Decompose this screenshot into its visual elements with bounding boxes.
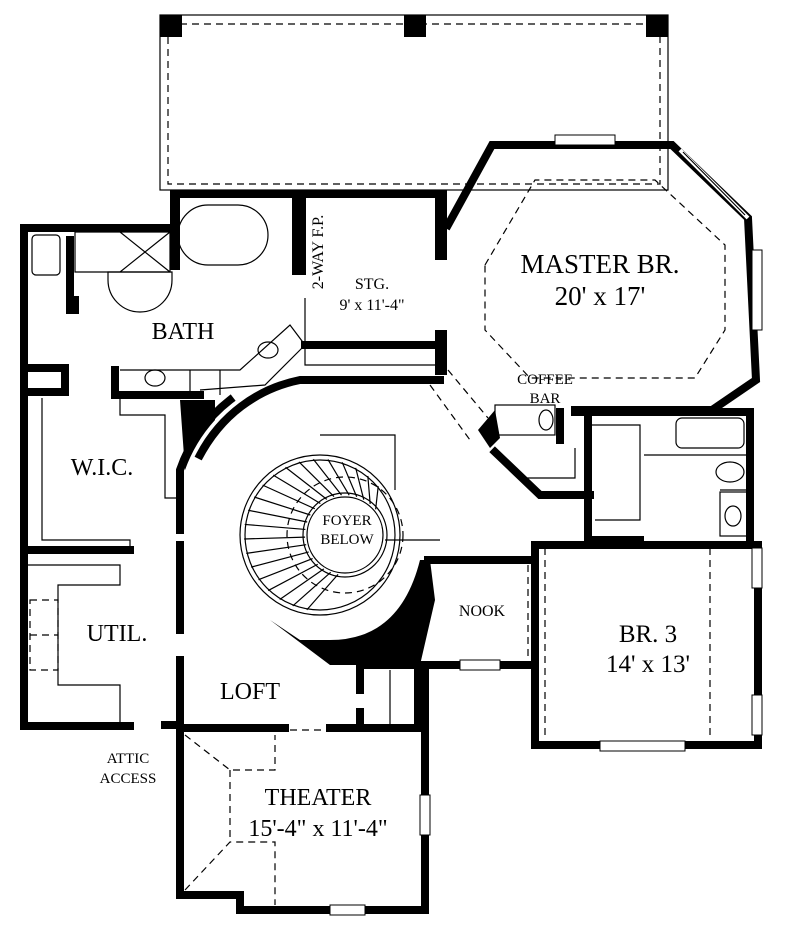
nook-label: NOOK xyxy=(459,603,506,620)
stair-tread xyxy=(355,467,365,500)
stair-tread xyxy=(306,573,339,611)
attic-access-label-1: ATTIC xyxy=(107,751,150,767)
foyer-below-label-2: BELOW xyxy=(320,532,374,548)
fireplace-label: 2-WAY F.P. xyxy=(310,215,327,289)
bath-label: BATH xyxy=(152,319,215,345)
stair-tread xyxy=(246,544,307,554)
stair-tread xyxy=(272,474,321,504)
util-label: UTIL. xyxy=(87,621,148,647)
walls xyxy=(20,134,763,916)
balcony xyxy=(159,14,669,191)
attic-access-label-2: ACCESS xyxy=(100,771,157,787)
stair-tread xyxy=(375,486,379,510)
stair-tread xyxy=(341,462,358,497)
stair-tread xyxy=(279,568,325,600)
stair-tread xyxy=(253,496,311,516)
stair-tread xyxy=(250,551,309,568)
stair-tread xyxy=(267,563,319,592)
coffee-bar-label-2: BAR xyxy=(530,391,561,407)
stair-tread xyxy=(292,571,332,607)
br3-label: BR. 3 xyxy=(619,621,677,648)
coffee-bar-label-1: COFFEE xyxy=(517,372,573,388)
stair-tread xyxy=(258,557,313,581)
br3-size: 14' x 13' xyxy=(606,651,690,678)
theater-label: THEATER xyxy=(265,785,372,811)
stair-tread xyxy=(327,459,350,496)
loft-label: LOFT xyxy=(220,679,280,705)
stair-tread xyxy=(248,509,308,523)
master-br-size: 20' x 17' xyxy=(555,281,646,311)
stair-tread xyxy=(298,461,335,497)
stair-tread xyxy=(367,475,371,504)
stair-tread xyxy=(312,458,342,496)
room-labels: MASTER BR. 20' x 17' STG. 9' x 11'-4" 2-… xyxy=(71,215,690,842)
stair-tread xyxy=(244,536,306,540)
master-br-label: MASTER BR. xyxy=(520,249,679,279)
foyer-below-label-1: FOYER xyxy=(322,513,371,529)
storage-label: STG. xyxy=(355,276,389,293)
stair-tread xyxy=(285,466,328,500)
wic-label: W.I.C. xyxy=(71,455,133,481)
storage-size: 9' x 11'-4" xyxy=(339,297,404,314)
stair-tread xyxy=(262,484,316,510)
theater-size: 15'-4" x 11'-4" xyxy=(248,816,387,842)
stair-tread xyxy=(244,523,306,531)
